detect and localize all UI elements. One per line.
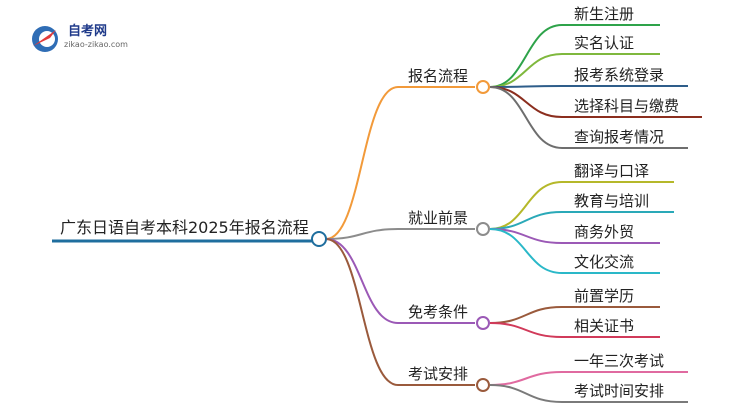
branch-node-circle-4: [476, 378, 490, 392]
edge-root-to-branch-3: [325, 238, 399, 324]
edge-root-to-branch-1: [325, 86, 399, 240]
site-logo[interactable]: 自考网 zikao-zikao.com: [30, 18, 140, 58]
root-label: 广东日语自考本科2025年报名流程: [60, 218, 309, 237]
branch-label-3: 免考条件: [408, 303, 468, 321]
edge-branch-3-leaf-1: [489, 306, 563, 324]
leaf-label-1-4: 选择科目与缴费: [574, 97, 679, 115]
edge-branch-1-leaf-2: [489, 53, 563, 88]
leaf-label-2-3: 商务外贸: [574, 223, 634, 241]
leaf-label-2-4: 文化交流: [574, 253, 634, 271]
leaf-label-1-5: 查询报考情况: [574, 128, 664, 146]
branch-label-1: 报名流程: [408, 67, 468, 85]
edge-branch-4-leaf-1: [489, 371, 563, 386]
root-node-circle: [311, 231, 327, 247]
logo-url: zikao-zikao.com: [64, 40, 128, 49]
edge-branch-1-leaf-4: [489, 86, 563, 118]
edge-root-to-branch-4: [325, 238, 399, 386]
edge-branch-2-leaf-4: [489, 228, 563, 274]
leaf-label-3-1: 前置学历: [574, 287, 634, 305]
leaf-label-4-2: 考试时间安排: [574, 382, 664, 400]
logo-name: 自考网: [68, 24, 108, 39]
edge-branch-2-leaf-1: [489, 181, 563, 230]
branch-node-circle-3: [476, 316, 490, 330]
leaf-label-1-3: 报考系统登录: [574, 66, 664, 84]
edge-branch-1-leaf-5: [489, 86, 563, 149]
leaf-label-2-2: 教育与培训: [574, 192, 649, 210]
leaf-label-1-1: 新生注册: [574, 5, 634, 23]
leaf-label-1-2: 实名认证: [574, 34, 634, 52]
leaf-label-3-2: 相关证书: [574, 317, 634, 335]
leaf-label-2-1: 翻译与口译: [574, 162, 649, 180]
edge-branch-1-leaf-1: [489, 24, 563, 88]
branch-node-circle-1: [476, 80, 490, 94]
logo-c-mark-icon: [32, 26, 58, 52]
branch-node-circle-2: [476, 222, 490, 236]
leaf-label-4-1: 一年三次考试: [574, 352, 664, 370]
edge-branch-3-leaf-2: [489, 322, 563, 338]
edge-root-to-branch-2: [325, 228, 399, 240]
edge-branch-1-leaf-3: [489, 85, 563, 88]
edge-branch-4-leaf-2: [489, 384, 563, 403]
branch-label-4: 考试安排: [408, 365, 468, 383]
branch-label-2: 就业前景: [408, 209, 468, 227]
